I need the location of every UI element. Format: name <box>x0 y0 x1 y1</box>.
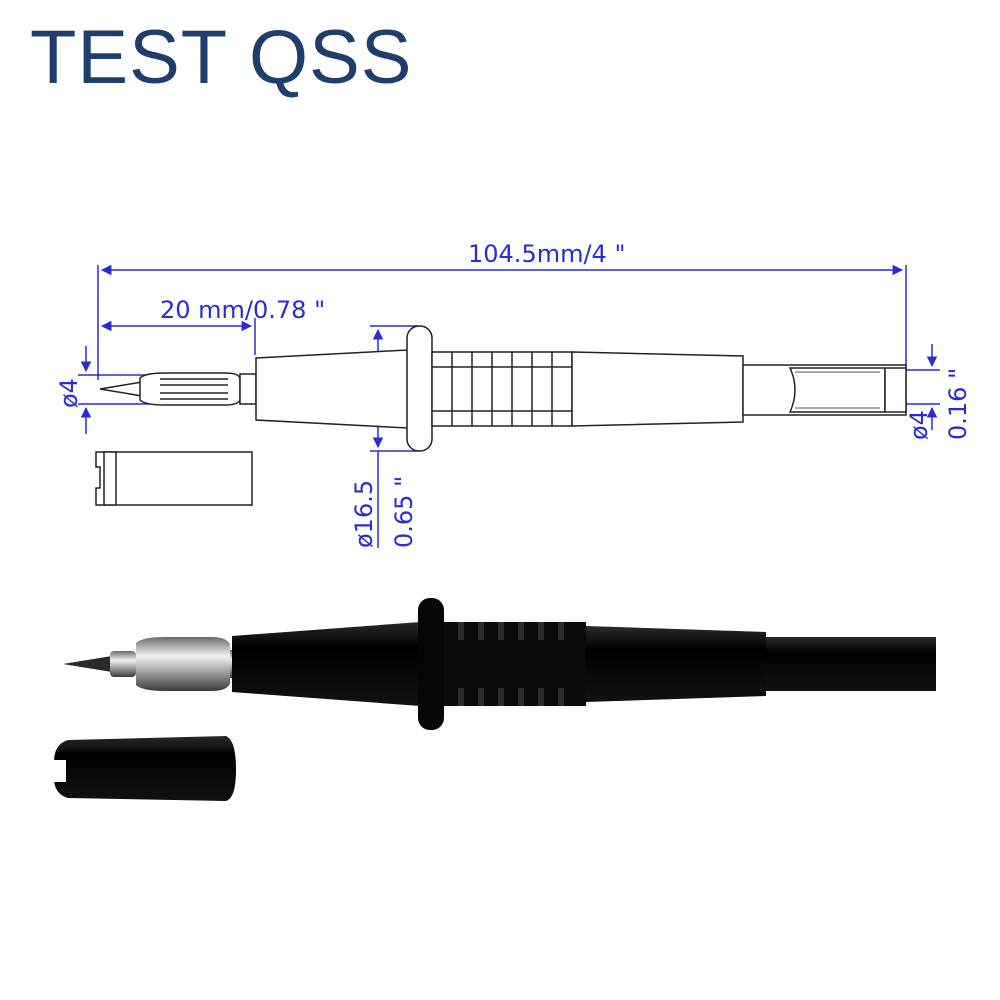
probe-cap-photo <box>54 736 236 801</box>
total-length-label: 104.5mm/4 " <box>468 240 626 268</box>
dimension-lines <box>78 264 940 548</box>
socket-diameter-in-label: 0.16 " <box>944 368 972 440</box>
guard-diameter-in-label: 0.65 " <box>390 476 418 548</box>
probe-cap-line-drawing <box>95 451 253 506</box>
probe-line-drawing <box>99 325 907 452</box>
brand-title: TEST QSS <box>30 15 413 100</box>
probe-photo <box>63 598 936 730</box>
tip-diameter-label: ø4 <box>55 378 83 408</box>
tip-length-label: 20 mm/0.78 " <box>160 296 325 324</box>
socket-diameter-mm-label: ø4 <box>905 410 933 440</box>
guard-diameter-mm-label: ø16.5 <box>350 480 378 548</box>
